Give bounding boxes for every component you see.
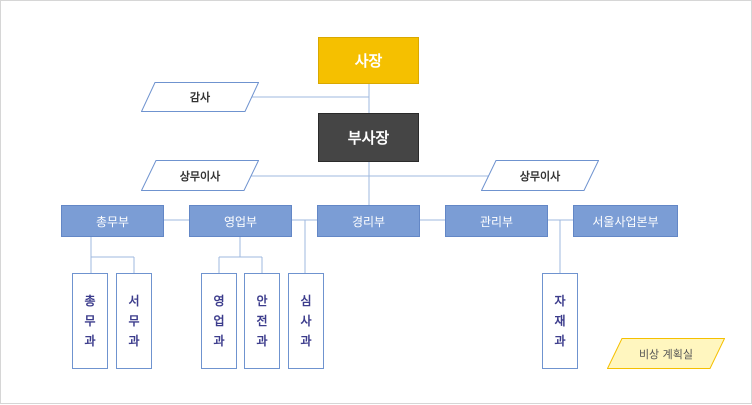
section-general-affairs: 총 무 과 <box>72 273 108 369</box>
section-char: 심 <box>300 294 312 308</box>
dept-sales-label: 영업부 <box>223 214 258 229</box>
emergency-planning-box: 비상 계획실 <box>607 338 725 369</box>
section-char: 무 <box>128 314 140 328</box>
dept-accounting: 경리부 <box>317 205 420 237</box>
dept-management: 관리부 <box>445 205 548 237</box>
dept-general-affairs: 총무부 <box>61 205 164 237</box>
section-sales: 영 업 과 <box>201 273 237 369</box>
dept-general-affairs-label: 총무부 <box>95 214 130 229</box>
section-char: 과 <box>554 334 566 348</box>
section-char: 재 <box>554 314 566 328</box>
section-char: 서 <box>128 294 140 308</box>
dept-sales: 영업부 <box>189 205 292 237</box>
auditor-box: 감사 <box>141 82 259 112</box>
section-char: 업 <box>213 314 225 328</box>
executive-director-right-box: 상무이사 <box>481 160 599 191</box>
section-char: 영 <box>213 294 225 308</box>
executive-director-right-label: 상무이사 <box>519 169 561 183</box>
section-char: 과 <box>300 334 312 348</box>
vice-president-box: 부사장 <box>318 113 419 162</box>
section-char: 사 <box>300 314 312 328</box>
ceo-label: 사장 <box>354 52 383 70</box>
section-safety: 안 전 과 <box>244 273 280 369</box>
section-materials: 자 재 과 <box>542 273 578 369</box>
section-char: 자 <box>554 294 566 308</box>
dept-management-label: 관리부 <box>479 214 514 229</box>
section-review: 심 사 과 <box>288 273 324 369</box>
emergency-planning-label: 비상 계획실 <box>638 347 694 361</box>
dept-accounting-label: 경리부 <box>351 214 386 229</box>
section-char: 과 <box>256 334 268 348</box>
section-char: 총 <box>84 294 96 308</box>
section-char: 과 <box>128 334 140 348</box>
section-clerical: 서 무 과 <box>116 273 152 369</box>
ceo-box: 사장 <box>318 37 419 84</box>
dept-seoul-hq: 서울사업본부 <box>573 205 678 237</box>
executive-director-left-label: 상무이사 <box>179 169 221 183</box>
section-char: 과 <box>213 334 225 348</box>
executive-director-left-box: 상무이사 <box>141 160 259 191</box>
section-char: 전 <box>256 314 268 328</box>
dept-seoul-hq-label: 서울사업본부 <box>592 214 659 229</box>
section-char: 무 <box>84 314 96 328</box>
auditor-label: 감사 <box>189 91 211 104</box>
section-char: 과 <box>84 334 96 348</box>
section-char: 안 <box>256 294 268 308</box>
vice-president-label: 부사장 <box>347 129 390 147</box>
